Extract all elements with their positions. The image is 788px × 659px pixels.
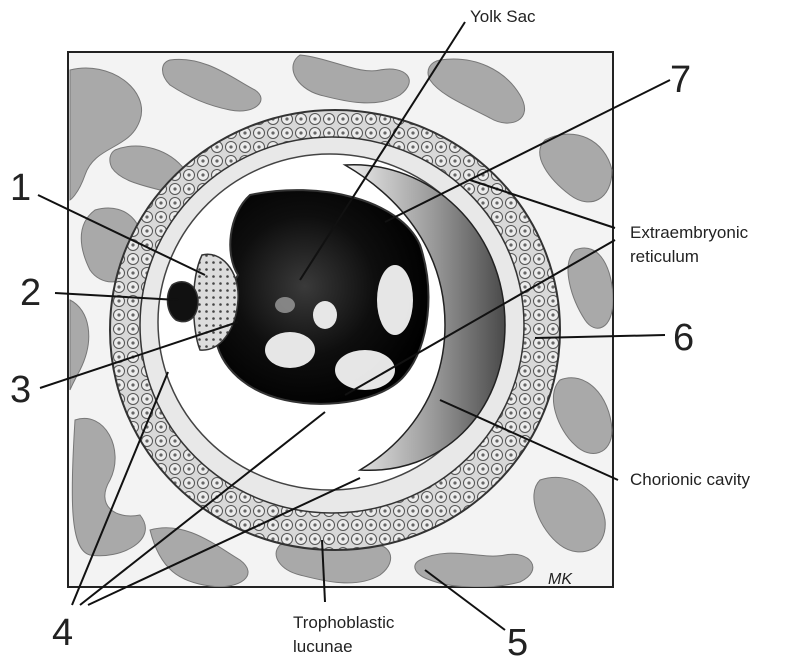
- number-2: 2: [20, 272, 41, 314]
- number-4: 4: [52, 612, 73, 654]
- label-lucunae: lucunae: [293, 637, 353, 656]
- label-extraembryonic: Extraembryonic: [630, 223, 749, 242]
- number-1: 1: [10, 167, 31, 209]
- number-7: 7: [670, 59, 691, 101]
- label-yolk-sac: Yolk Sac: [470, 7, 536, 26]
- artist-signature: MK: [548, 571, 573, 588]
- label-chorionic-cavity: Chorionic cavity: [630, 470, 750, 489]
- label-trophoblastic: Trophoblastic: [293, 613, 395, 632]
- amniotic-cavity: [167, 282, 198, 322]
- number-6: 6: [673, 317, 694, 359]
- number-3: 3: [10, 369, 31, 411]
- number-5: 5: [507, 622, 528, 659]
- label-reticulum: reticulum: [630, 247, 699, 266]
